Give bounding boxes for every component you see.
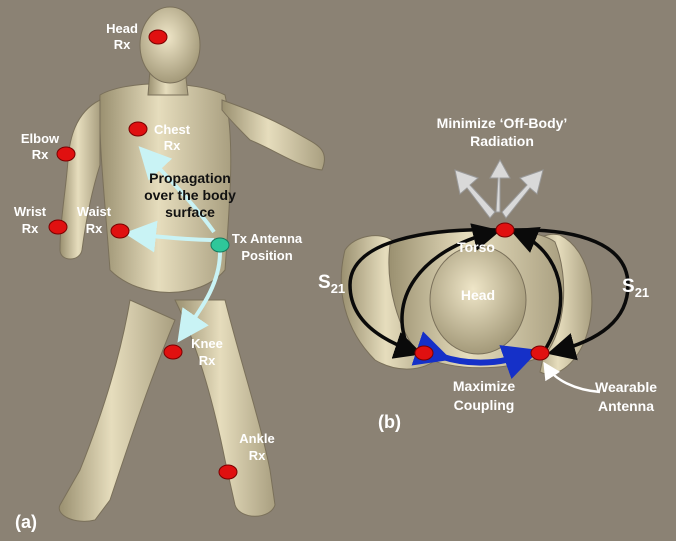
left-wearable-node (415, 346, 433, 360)
off-body-title-line2: Radiation (470, 133, 534, 149)
maximize-coupling-label: Maximize (453, 378, 515, 394)
tx-antenna-label: Tx Antenna (232, 231, 303, 246)
figure-head (140, 7, 200, 83)
propagation-label-line2: over the body (144, 187, 236, 203)
right-wearable-node (531, 346, 549, 360)
wrist-rx-node (49, 220, 67, 234)
wrist-rx-suffix: Rx (22, 221, 39, 236)
panel-b-tag: (b) (378, 412, 401, 432)
chest-rx-node (129, 122, 147, 136)
waist-rx-suffix: Rx (86, 221, 103, 236)
propagation-label-line3: surface (165, 204, 215, 220)
s21-right-base: S (622, 276, 635, 297)
tx-antenna-node (211, 238, 229, 252)
s21-left-sub: 21 (331, 281, 345, 296)
wearable-antenna-label-line2: Antenna (598, 398, 654, 414)
wearable-antenna-label: Wearable (595, 379, 657, 395)
elbow-rx-suffix: Rx (32, 147, 49, 162)
torso-node (496, 223, 514, 237)
maximize-coupling-label-line2: Coupling (454, 397, 515, 413)
elbow-rx-label: Elbow (21, 131, 60, 146)
s21-right-sub: 21 (635, 285, 649, 300)
head-rx-suffix: Rx (114, 37, 131, 52)
panel-a-tag: (a) (15, 512, 37, 532)
head-label: Head (461, 287, 495, 303)
ankle-rx-suffix: Rx (249, 448, 266, 463)
ankle-rx-label: Ankle (239, 431, 274, 446)
off-body-title: Minimize ‘Off-Body’ (437, 115, 568, 131)
head-rx-label: Head (106, 21, 138, 36)
knee-rx-label: Knee (191, 336, 223, 351)
torso-label: Torso (457, 239, 495, 255)
chest-rx-label: Chest (154, 122, 191, 137)
wrist-rx-label: Wrist (14, 204, 47, 219)
knee-rx-suffix: Rx (199, 353, 216, 368)
ankle-rx-node (219, 465, 237, 479)
propagation-label: Propagation (149, 170, 231, 186)
waist-rx-label: Waist (77, 204, 112, 219)
head-rx-node (149, 30, 167, 44)
tx-antenna-label-line2: Position (241, 248, 292, 263)
s21-left-base: S (318, 272, 331, 293)
chest-rx-suffix: Rx (164, 138, 181, 153)
waist-rx-node (111, 224, 129, 238)
elbow-rx-node (57, 147, 75, 161)
knee-rx-node (164, 345, 182, 359)
